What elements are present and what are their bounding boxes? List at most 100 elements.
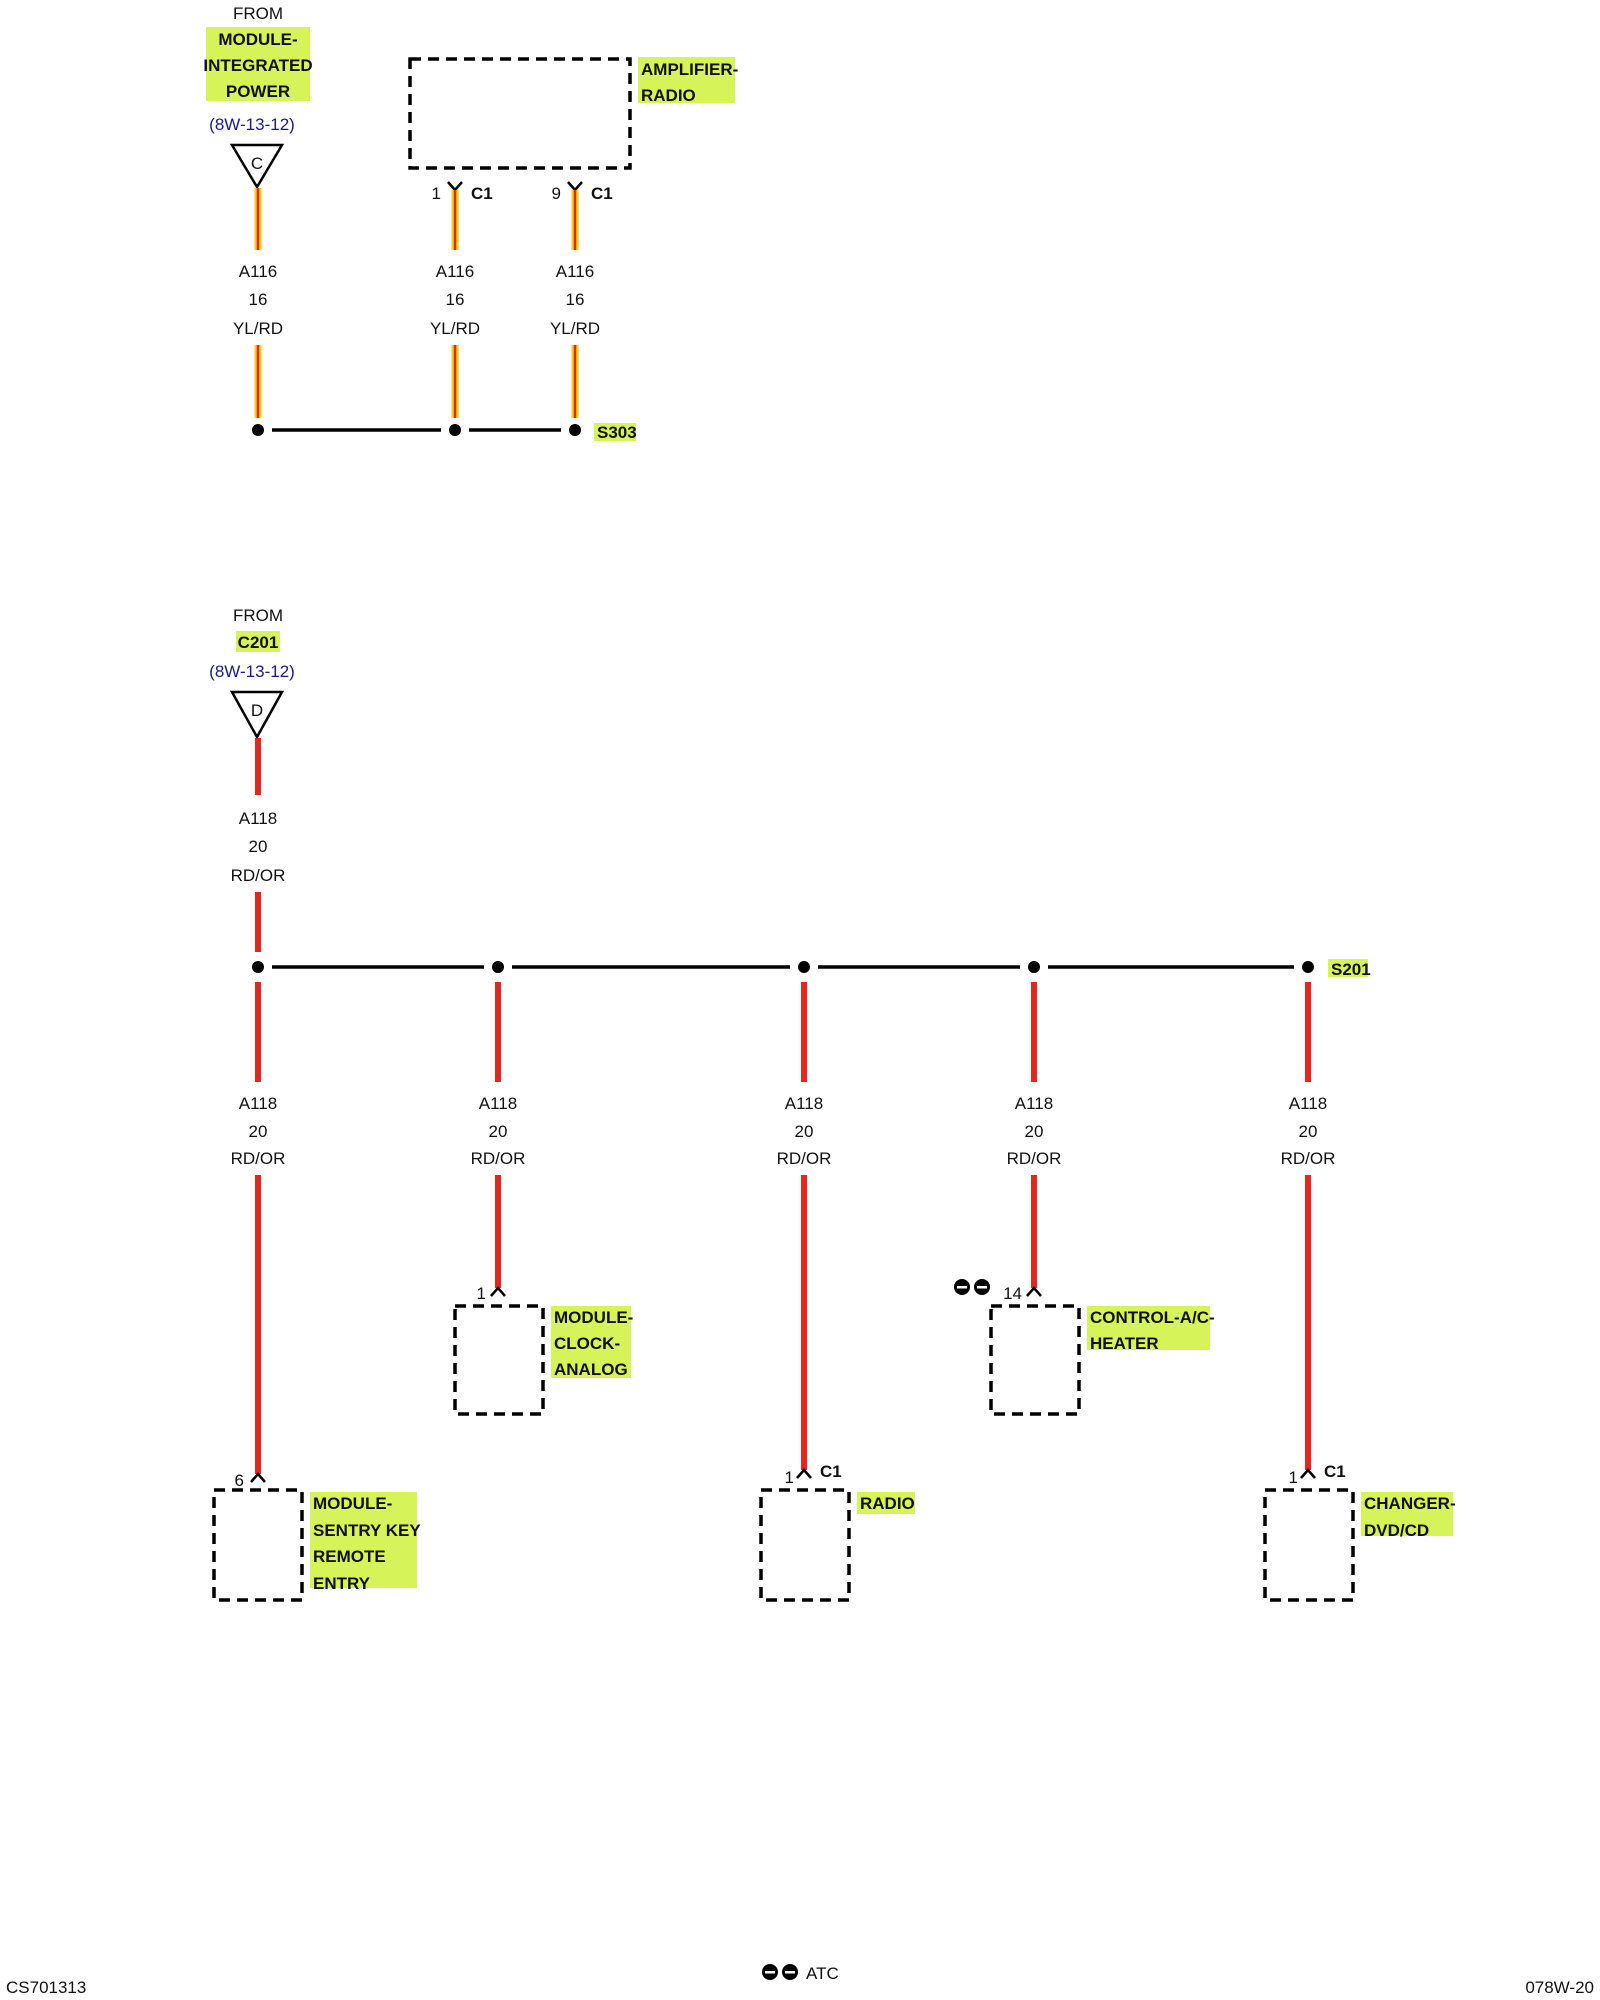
pin-connector: C1 xyxy=(471,184,493,203)
pin-number: 1 xyxy=(432,184,441,203)
bottom-from-label: FROM xyxy=(233,606,283,625)
bottom-source-line: C201 xyxy=(238,633,279,652)
wire-circuit-label: A118 xyxy=(479,1094,517,1113)
bottom-source-highlight xyxy=(236,631,280,652)
splice-node xyxy=(252,961,264,973)
component-label-line: CONTROL-A/C- xyxy=(1090,1308,1215,1327)
wire-circuit-label: A116 xyxy=(556,262,594,281)
wire-color-label: YL/RD xyxy=(430,319,480,338)
pin-number: 6 xyxy=(235,1471,244,1490)
bottom-source-ref-link[interactable]: (8W-13-12) xyxy=(209,662,295,681)
wire-gauge-label: 16 xyxy=(566,290,585,309)
component-label-line: RADIO xyxy=(860,1494,915,1513)
wire-circuit-label: A118 xyxy=(1289,1094,1327,1113)
wire-circuit-label: A118 xyxy=(785,1094,823,1113)
splice-label: S303 xyxy=(597,423,637,442)
wire-gauge-label: 20 xyxy=(1025,1122,1044,1141)
branch-wire-labels: A118 20 RD/OR A118 20 RD/OR A118 20 RD/O… xyxy=(231,982,1336,1168)
wire-color-label: RD/OR xyxy=(1007,1149,1062,1168)
pin-number: 14 xyxy=(1003,1284,1022,1303)
wire-circuit-label: A118 xyxy=(1015,1094,1053,1113)
wire-color-label: RD/OR xyxy=(231,1149,286,1168)
component-label-line: DVD/CD xyxy=(1364,1521,1429,1540)
top-source-line: MODULE- xyxy=(218,30,297,49)
pin-terminal-icon xyxy=(567,181,583,192)
option-atc-icon xyxy=(954,1279,990,1295)
component-label-line: CHANGER- xyxy=(1364,1494,1456,1513)
component-box xyxy=(1263,1488,1355,1602)
pin-terminal-icon xyxy=(447,181,463,192)
top-source-line: POWER xyxy=(226,82,290,101)
amplifier-label-line: RADIO xyxy=(641,86,696,105)
wire-color-label: RD/OR xyxy=(231,866,286,885)
pin-number: 1 xyxy=(477,1284,486,1303)
splice-node xyxy=(1302,961,1314,973)
component-label-line: MODULE- xyxy=(554,1308,633,1327)
splice-node xyxy=(569,424,581,436)
pin-terminal-icon xyxy=(1300,1468,1316,1479)
splice-node xyxy=(492,961,504,973)
component-label-line: MODULE- xyxy=(313,1494,392,1513)
splice-highlight xyxy=(594,423,636,441)
component-highlight xyxy=(1361,1492,1453,1536)
splice-node xyxy=(798,961,810,973)
component-highlight xyxy=(1087,1306,1210,1350)
wire-color-label: RD/OR xyxy=(1281,1149,1336,1168)
component-radio: 1 C1 RADIO xyxy=(759,1175,915,1602)
wire-circuit-label: A116 xyxy=(436,262,474,281)
top-source-ref-link[interactable]: (8W-13-12) xyxy=(209,115,295,134)
pin-number: 1 xyxy=(785,1468,794,1487)
pin-connector: C1 xyxy=(591,184,613,203)
connector-d-letter: D xyxy=(251,701,263,720)
legend-atc-icon xyxy=(762,1964,798,1980)
component-highlight xyxy=(551,1306,631,1378)
splice-node xyxy=(252,424,264,436)
footer-left-code: CS701313 xyxy=(6,1978,86,1997)
top-from-label: FROM xyxy=(233,4,283,23)
splice-node xyxy=(449,424,461,436)
pin-terminal-icon xyxy=(250,1472,266,1483)
component-label-line: ANALOG xyxy=(554,1360,628,1379)
connector-c-triangle-icon xyxy=(229,143,285,190)
pin-terminal-icon xyxy=(1026,1286,1042,1297)
connector-c-letter: C xyxy=(251,154,263,173)
wire-gauge-label: 16 xyxy=(249,290,268,309)
component-sentry-key-remote-entry: 6 MODULE- SENTRY KEY REMOTE ENTRY xyxy=(212,1175,421,1602)
splice-node xyxy=(1028,961,1040,973)
footer-page-code: 078W-20 xyxy=(1525,1978,1594,1997)
wire-color-label: RD/OR xyxy=(777,1149,832,1168)
top-source-line: INTEGRATED xyxy=(203,56,312,75)
pin-terminal-icon xyxy=(490,1286,506,1297)
pin-connector: C1 xyxy=(820,1462,842,1481)
wire-circuit-label: A116 xyxy=(239,262,277,281)
pin-number: 9 xyxy=(552,184,561,203)
component-clock-analog: 1 MODULE- CLOCK- ANALOG xyxy=(453,1175,633,1416)
component-box xyxy=(759,1488,851,1602)
wire-color-label: RD/OR xyxy=(471,1149,526,1168)
splice-label: S201 xyxy=(1331,960,1371,979)
component-box xyxy=(453,1304,545,1416)
component-highlight xyxy=(857,1492,915,1514)
pin-number: 1 xyxy=(1289,1468,1298,1487)
component-box xyxy=(989,1304,1081,1416)
legend-label: ATC xyxy=(806,1964,839,1983)
component-label-line: HEATER xyxy=(1090,1334,1159,1353)
wire-gauge-label: 20 xyxy=(249,837,268,856)
top-circuit: FROM MODULE- INTEGRATED POWER (8W-13-12)… xyxy=(203,4,738,442)
wire-gauge-label: 20 xyxy=(1299,1122,1318,1141)
amplifier-label-line: AMPLIFIER- xyxy=(641,60,738,79)
wire-color-label: YL/RD xyxy=(550,319,600,338)
component-dvd-cd-changer: 1 C1 CHANGER- DVD/CD xyxy=(1263,1175,1456,1602)
wire-gauge-label: 20 xyxy=(249,1122,268,1141)
wire-circuit-label: A118 xyxy=(239,809,277,828)
amplifier-radio-box xyxy=(408,57,632,170)
wire-color-label: YL/RD xyxy=(233,319,283,338)
bottom-circuit: FROM C201 (8W-13-12) D A118 20 RD/OR S20… xyxy=(209,606,1456,1602)
component-label-line: CLOCK- xyxy=(554,1334,620,1353)
top-source-highlight xyxy=(206,27,310,101)
wire-gauge-label: 20 xyxy=(795,1122,814,1141)
wire-gauge-label: 16 xyxy=(446,290,465,309)
component-label-line: SENTRY KEY xyxy=(313,1521,421,1540)
pin-connector: C1 xyxy=(1324,1462,1346,1481)
